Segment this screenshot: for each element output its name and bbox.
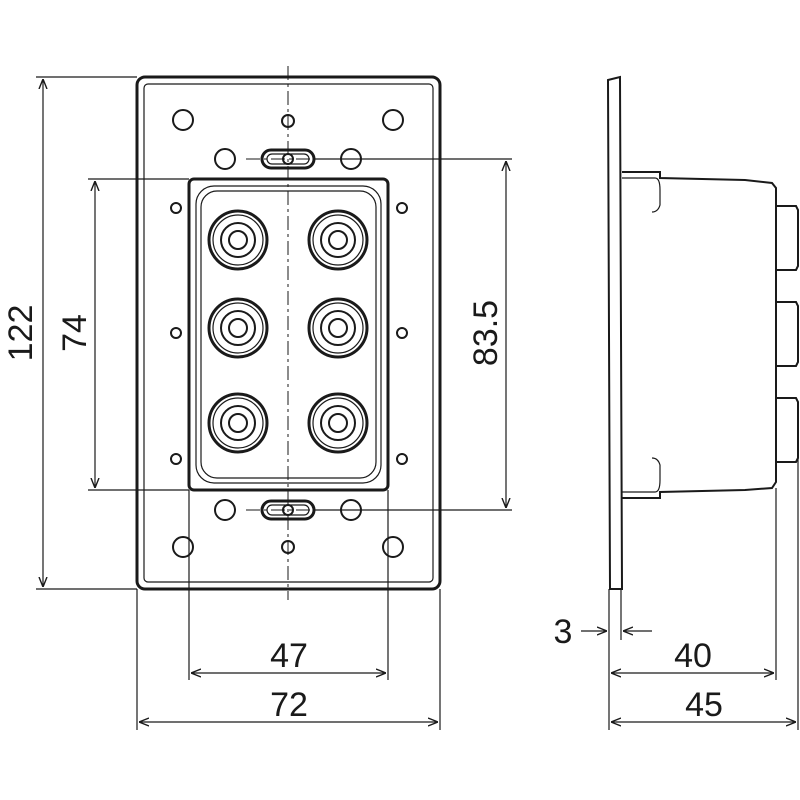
dimension-lines: [36, 76, 799, 730]
dim-width-total: 72: [270, 686, 308, 724]
dimension-labels: 122 74 83.5 47 72 3 40 45: [2, 300, 723, 724]
side-body-flange-bottom: [622, 457, 661, 493]
dim-height-total: 122: [2, 305, 40, 362]
dim-width-inner: 47: [270, 637, 308, 675]
side-body-outline: [622, 171, 777, 499]
dim-height-cutout: 74: [56, 314, 94, 352]
terminal-1: [207, 209, 269, 271]
side-hole-right-2: [396, 327, 408, 339]
side-hole-left-3: [170, 453, 182, 465]
slot-side-hole-bottom-left: [214, 499, 236, 521]
side-view: [606, 75, 799, 590]
slot-side-hole-top-left: [214, 148, 236, 170]
front-view: [135, 66, 442, 600]
terminal-5: [207, 392, 269, 454]
side-hole-right-1: [396, 202, 408, 214]
side-hole-left-1: [170, 202, 182, 214]
corner-hole-bottom-left: [172, 536, 194, 558]
corner-hole-top-right: [382, 109, 404, 131]
terminal-3: [207, 297, 269, 359]
dim-plate-thickness: 3: [554, 613, 573, 651]
side-terminal-top: [776, 205, 799, 271]
corner-hole-bottom-right: [382, 536, 404, 558]
side-hole-right-3: [396, 453, 408, 465]
side-plate-profile: [606, 75, 624, 590]
side-terminal-bottom: [776, 397, 799, 463]
dim-body-depth: 40: [674, 637, 712, 675]
dim-total-depth: 45: [685, 686, 723, 724]
side-terminal-middle: [776, 301, 799, 367]
terminal-2: [307, 209, 369, 271]
side-hole-left-2: [170, 327, 182, 339]
terminal-4: [307, 297, 369, 359]
terminal-6: [307, 392, 369, 454]
corner-hole-top-left: [172, 109, 194, 131]
dim-height-mount: 83.5: [467, 300, 505, 366]
side-body-flange-top: [622, 177, 661, 213]
